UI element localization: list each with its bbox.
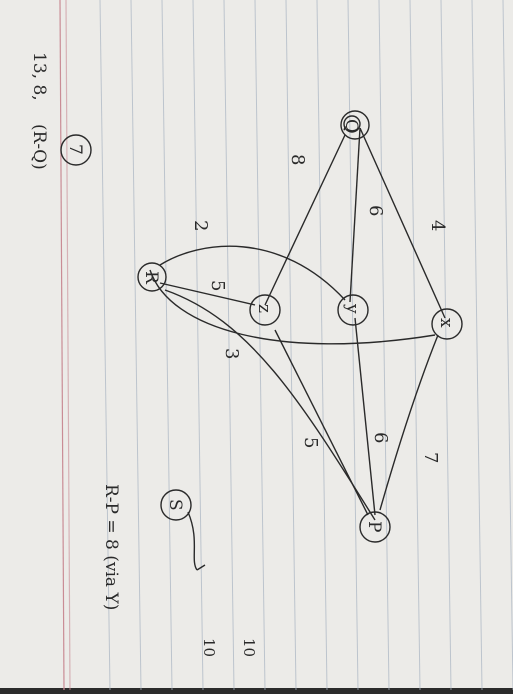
edge-R-z	[159, 282, 256, 306]
ruled-line	[471, 0, 483, 691]
note-circled: 7	[65, 144, 85, 155]
node-x	[431, 308, 463, 340]
node-z	[249, 294, 281, 326]
ruled-lines	[99, 0, 513, 691]
node-R	[137, 262, 167, 292]
label-S: S	[165, 499, 185, 511]
edge-y-P	[354, 317, 376, 516]
ruled-line	[161, 0, 173, 691]
weight-R-P: 3	[221, 348, 242, 359]
label-z: z	[254, 304, 274, 313]
weight-extra: 2	[190, 220, 211, 231]
edge-x-P	[379, 334, 439, 511]
weight-R-z: 5	[207, 280, 228, 291]
node-P	[359, 511, 391, 543]
weight-x-P: 7	[420, 452, 441, 463]
ruled-line	[440, 0, 452, 691]
weight-Q-y: 6	[365, 205, 386, 216]
note-sequence: 13, 8,	[29, 52, 49, 101]
ruled-line	[130, 0, 142, 691]
label-R: R	[141, 271, 161, 285]
weight-z-P: 5	[300, 437, 321, 448]
weight-Q-z: 8	[287, 154, 308, 165]
note-pair: (R-Q)	[29, 124, 49, 170]
edge-Q-z	[264, 134, 346, 306]
edge-R-y	[159, 245, 346, 301]
note-ten-b: 10	[200, 638, 218, 657]
node-y	[337, 294, 369, 326]
ruled-line	[409, 0, 421, 691]
weight-Q-x: 4	[427, 220, 448, 231]
label-P: P	[364, 521, 384, 532]
edge-Q-x	[359, 127, 446, 319]
edge-loop	[149, 269, 436, 345]
ruled-line	[316, 0, 328, 691]
ruled-line	[223, 0, 235, 691]
ruled-line	[502, 0, 513, 691]
node-Q	[340, 110, 370, 140]
edge-z-P	[274, 329, 369, 516]
ruled-line	[285, 0, 297, 691]
label-Q: Q	[341, 119, 361, 133]
edges	[149, 127, 446, 571]
arrow-S	[187, 511, 206, 571]
margin-line-2	[65, 0, 71, 691]
edge-Q-y	[349, 127, 361, 303]
label-y: y	[342, 303, 362, 314]
weight-y-P: 6	[370, 432, 391, 443]
ruled-line	[254, 0, 266, 691]
margin-line	[59, 0, 65, 691]
note-ten-a: 10	[240, 638, 258, 657]
edge-R-P	[164, 289, 376, 521]
nodes	[137, 110, 463, 543]
label-x: x	[436, 318, 456, 328]
node-S	[160, 489, 192, 521]
ruled-line	[378, 0, 390, 691]
note-circle	[60, 134, 92, 166]
ruled-line	[347, 0, 359, 691]
ruled-line	[192, 0, 204, 691]
note-rp: R-P = 8 (via Y)	[101, 484, 121, 610]
ruled-line	[99, 0, 111, 691]
node-Q-inner	[343, 115, 361, 133]
bottom-edge	[0, 688, 513, 694]
